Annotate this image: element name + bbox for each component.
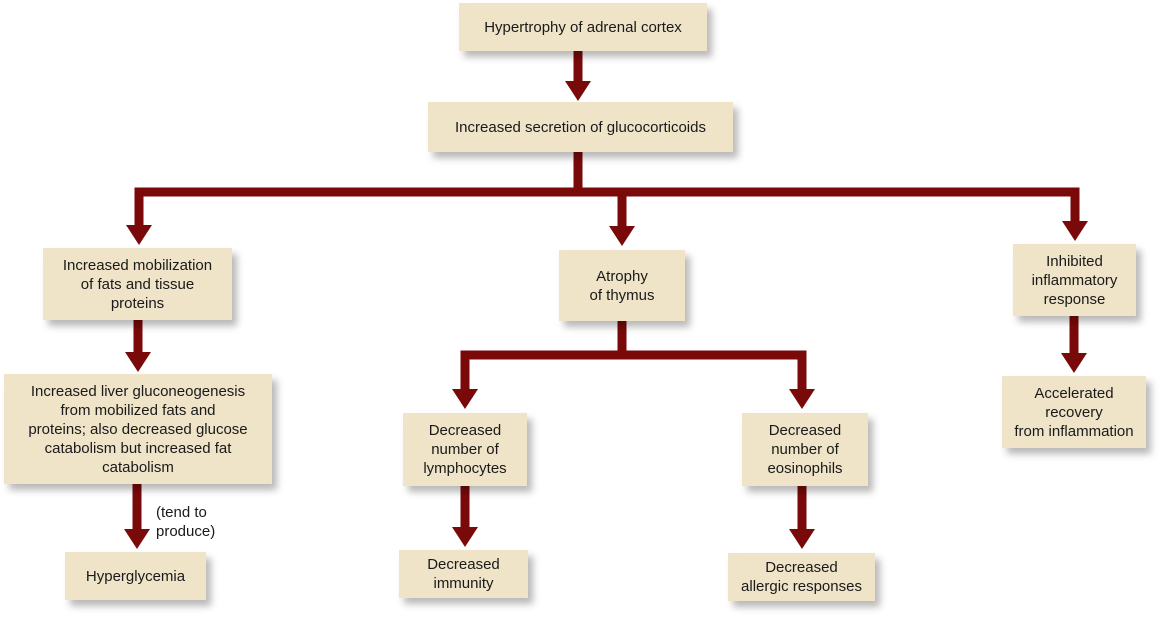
- arrow-secretion-mobilization-arrowhead: [126, 225, 152, 245]
- arrow-eosinophils-allergic-arrowhead: [789, 529, 815, 549]
- node-hypertrophy: Hypertrophy of adrenal cortex: [459, 3, 707, 51]
- node-mobilization: Increased mobilization of fats and tissu…: [43, 248, 232, 320]
- node-inflammatory: Inhibited inflammatory response: [1013, 244, 1136, 316]
- node-hyperglycemia: Hyperglycemia: [65, 552, 206, 600]
- node-eosinophils: Decreased number of eosinophils: [742, 413, 868, 486]
- node-allergic: Decreased allergic responses: [728, 553, 875, 601]
- arrow-secretion-inflammatory-arrowhead: [1062, 221, 1088, 241]
- node-lymphocytes: Decreased number of lymphocytes: [403, 413, 527, 486]
- node-thymus: Atrophy of thymus: [559, 250, 685, 321]
- node-secretion: Increased secretion of glucocorticoids: [428, 102, 733, 152]
- arrow-gluconeogenesis-hyperglycemia-arrowhead: [124, 529, 150, 549]
- edge-label-tend-to-produce: (tend to produce): [156, 504, 216, 540]
- arrow-secretion-thymus-arrowhead: [609, 226, 635, 246]
- arrow-hypertrophy-secretion-arrowhead: [565, 81, 591, 101]
- node-gluconeogenesis: Increased liver gluconeogenesis from mob…: [4, 374, 272, 484]
- arrow-lymphocytes-immunity-arrowhead: [452, 527, 478, 547]
- arrow-thymus-lymphocytes-arrowhead: [452, 389, 478, 409]
- node-immunity: Decreased immunity: [399, 550, 528, 598]
- arrow-inflammatory-recovery-arrowhead: [1061, 353, 1087, 373]
- arrow-thymus-eosinophils-arrowhead: [789, 389, 815, 409]
- node-recovery: Accelerated recovery from inflammation: [1002, 376, 1146, 448]
- arrow-mobilization-gluconeogenesis-arrowhead: [125, 352, 151, 372]
